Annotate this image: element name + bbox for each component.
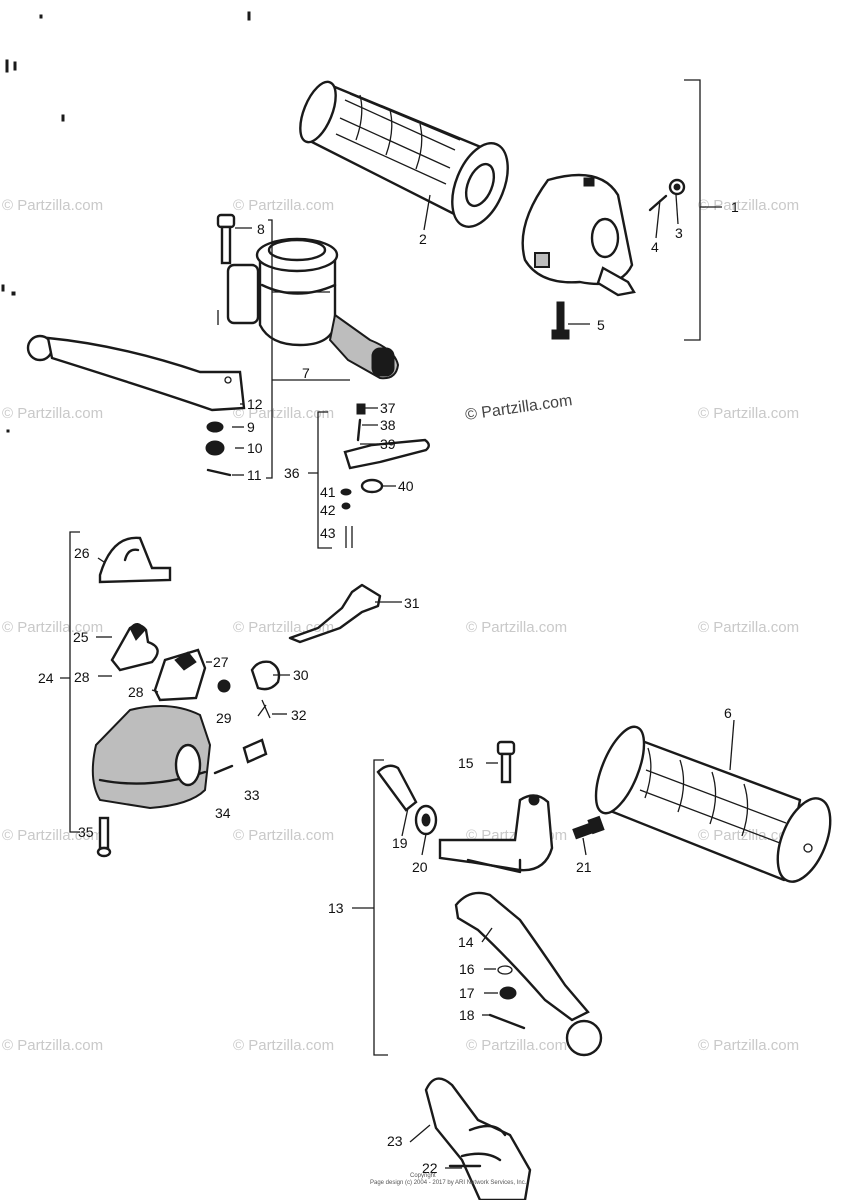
brake-switch-part	[340, 403, 430, 548]
callout-31: 31	[404, 595, 420, 611]
bracket-group-36	[308, 411, 332, 549]
callout-24: 24	[38, 670, 54, 686]
cable-guide-31-part	[288, 583, 382, 644]
callout-13: 13	[328, 900, 344, 916]
watermark: © Partzilla.com	[698, 197, 799, 214]
callout-7: 7	[302, 365, 310, 381]
brake-lever-part	[26, 334, 246, 412]
callout-32: 32	[291, 707, 307, 723]
right-grip-part	[594, 725, 832, 883]
callout-40: 40	[398, 478, 414, 494]
throttle-grip-part	[299, 80, 509, 228]
callout-22: 22	[422, 1160, 438, 1176]
callout-8: 8	[257, 221, 265, 237]
watermark: © Partzilla.com	[466, 1037, 567, 1054]
callout-10: 10	[247, 440, 263, 456]
watermark: © Partzilla.com	[233, 827, 334, 844]
watermark: © Partzilla.com	[698, 827, 799, 844]
bracket-group-7	[217, 219, 350, 479]
watermark: © Partzilla.com	[2, 197, 103, 214]
callout-23: 23	[387, 1133, 403, 1149]
callout-41: 41	[320, 484, 336, 500]
center-watermark: © Partzilla.com	[464, 392, 573, 424]
master-cylinder-part	[226, 237, 400, 380]
callout-28a: 28	[74, 669, 90, 685]
callout-16: 16	[459, 961, 475, 977]
lever-cover-22-23-part	[424, 1077, 532, 1200]
callout-18: 18	[459, 1007, 475, 1023]
bolt-19-part	[376, 764, 418, 812]
screw-35-part	[96, 816, 112, 858]
callout-39: 39	[380, 436, 396, 452]
callout-12: 12	[247, 396, 263, 412]
watermark: © Partzilla.com	[698, 1037, 799, 1054]
watermark: © Partzilla.com	[233, 197, 334, 214]
switch-housing-24-part	[91, 705, 212, 810]
footer-line-2: Page design (c) 2004 - 2017 by ARI Netwo…	[370, 1180, 527, 1186]
callout-19: 19	[392, 835, 408, 851]
callout-30: 30	[293, 667, 309, 683]
watermark: © Partzilla.com	[698, 405, 799, 422]
throttle-housing-part	[521, 173, 636, 297]
callout-9: 9	[247, 419, 255, 435]
callout-26: 26	[74, 545, 90, 561]
small-parts-29-34	[213, 660, 281, 775]
watermark: © Partzilla.com	[2, 827, 103, 844]
callout-33: 33	[244, 787, 260, 803]
footer-copyright: Copyright Page design (c) 2004 - 2017 by…	[370, 1173, 527, 1186]
callout-27: 27	[213, 654, 229, 670]
callout-34: 34	[215, 805, 231, 821]
bolt-15-part	[496, 740, 516, 784]
lever-holder-13-part	[438, 794, 554, 874]
callout-29: 29	[216, 710, 232, 726]
callout-labels: 1 2 3 4 5 6 7 8 9 10 11 12 13 14 15 16 1…	[38, 199, 739, 1176]
callout-20: 20	[412, 859, 428, 875]
callout-6: 6	[724, 705, 732, 721]
clutch-lever-14-part	[454, 891, 603, 1057]
watermark: © Partzilla.com	[2, 619, 103, 636]
watermark: © Partzilla.com	[698, 619, 799, 636]
small-parts-16-18	[488, 965, 526, 1030]
watermark: © Partzilla.com	[233, 1037, 334, 1054]
callout-35: 35	[78, 824, 94, 840]
callout-37: 37	[380, 400, 396, 416]
callout-28b: 28	[128, 684, 144, 700]
bracket-group-13	[352, 759, 388, 1056]
callout-38: 38	[380, 417, 396, 433]
watermark: © Partzilla.com	[466, 619, 567, 636]
switch-parts-25-28	[110, 623, 207, 702]
small-parts-9-11	[205, 421, 232, 477]
watermark: © Partzilla.com	[233, 405, 334, 422]
watermark-layer: © Partzilla.com © Partzilla.com © Partzi…	[2, 197, 799, 1054]
callout-2: 2	[419, 231, 427, 247]
callout-21: 21	[576, 859, 592, 875]
washer-20-part	[414, 804, 438, 836]
callout-36: 36	[284, 465, 300, 481]
small-screw-parts	[648, 178, 686, 212]
watermark: © Partzilla.com	[2, 1037, 103, 1054]
callout-4: 4	[651, 239, 659, 255]
callout-11: 11	[247, 467, 262, 483]
callout-42: 42	[320, 502, 336, 518]
callout-14: 14	[458, 934, 474, 950]
footer-line-1: Copyright	[410, 1173, 436, 1179]
switch-cover-26-part	[98, 536, 172, 584]
callout-25: 25	[73, 629, 89, 645]
watermark: © Partzilla.com	[2, 405, 103, 422]
callout-1: 1	[731, 199, 739, 215]
callout-15: 15	[458, 755, 474, 771]
callout-17: 17	[459, 985, 475, 1001]
scan-specks	[1, 11, 251, 433]
callout-43: 43	[320, 525, 336, 541]
bolt-8-part	[216, 213, 236, 265]
callout-5: 5	[597, 317, 605, 333]
bracket-group-24	[60, 531, 80, 833]
bracket-group-1	[684, 79, 722, 341]
callout-3: 3	[675, 225, 683, 241]
screw-5-part	[551, 301, 570, 340]
screw-21-part	[572, 815, 605, 840]
callout-leaders	[96, 194, 735, 1169]
